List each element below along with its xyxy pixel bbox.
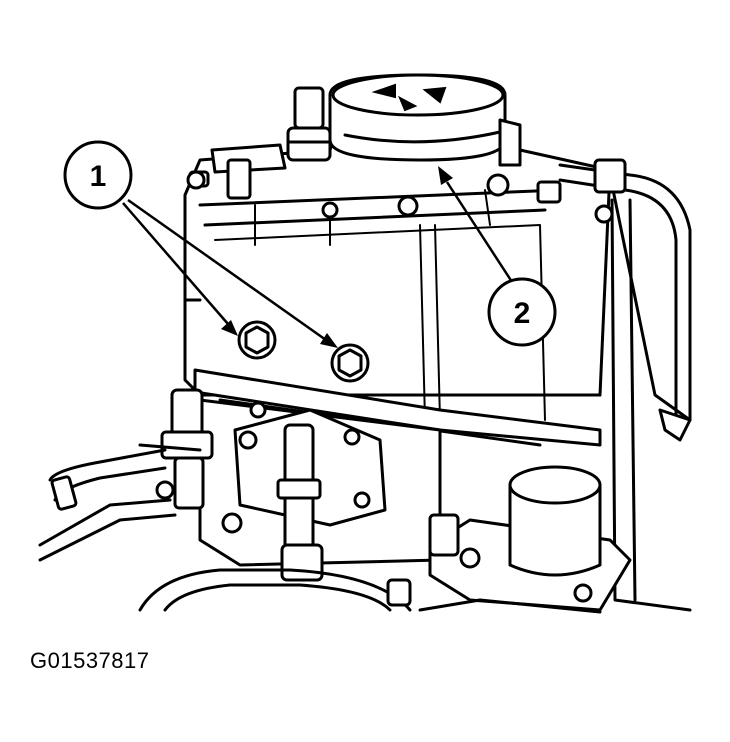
callout-1-label: 1 [90, 160, 107, 193]
lower-right-sleeve [428, 465, 632, 612]
callout-2-label: 2 [514, 297, 531, 330]
callout-1-circle [63, 140, 133, 210]
lower-housing [198, 398, 442, 582]
callout-2: 2 [438, 166, 557, 347]
top-filter-cap [328, 73, 522, 167]
right-bolts [186, 170, 614, 224]
bottom-pulley [138, 568, 602, 614]
callout-1: 1 [63, 140, 338, 348]
top-fitting [286, 86, 332, 162]
left-fuel-fitting [38, 388, 214, 562]
callout-2-circle [487, 277, 557, 347]
mounting-bolts [237, 320, 370, 383]
figure-id-label: G01537817 [30, 648, 150, 673]
right-fuel-line [558, 158, 692, 612]
